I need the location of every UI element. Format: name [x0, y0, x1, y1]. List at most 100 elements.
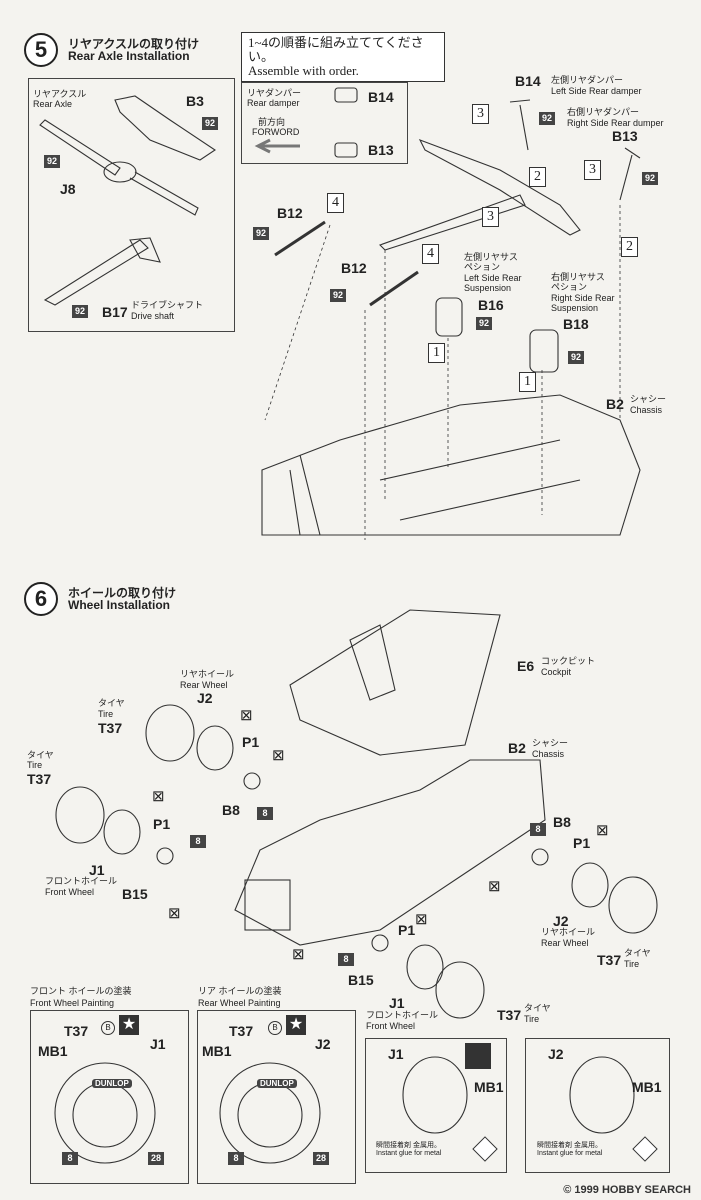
order-mark-3: 3 [482, 207, 499, 227]
part-b13: B13 [368, 142, 394, 158]
part-e6: E6 [517, 658, 535, 674]
b2-jp: シャシー [532, 738, 569, 748]
glue-j1-mb1: MB1 [474, 1079, 504, 1095]
note-line1: 1~4の順番に組み立ててください。 [248, 35, 424, 64]
watermark: © 1999 HOBBY SEARCH [563, 1184, 691, 1196]
part-j1: J1 [89, 862, 105, 878]
no-glue-icon: ⊠ [240, 707, 253, 724]
glue-j2-en: Instant glue for metal [537, 1150, 603, 1157]
b16-en2: Suspension [464, 283, 512, 293]
b18-en1: Right Side Rear [551, 293, 615, 303]
part-b3: B3 [186, 93, 204, 109]
glue-j1-en: Instant glue for metal [376, 1150, 442, 1157]
front-painting-mb1: MB1 [38, 1043, 68, 1059]
b13-jp: 右側リヤダンパー [567, 107, 640, 117]
paint-92-badge: 92 [568, 351, 584, 364]
b16-jp2: ペション [464, 262, 501, 272]
part-b13: B13 [612, 128, 638, 144]
front-painting-box [30, 1010, 189, 1184]
part-b18: B18 [563, 316, 589, 332]
part-b2: B2 [606, 396, 624, 412]
front-painting-28: 28 [148, 1152, 164, 1165]
part-t37: T37 [27, 771, 52, 787]
glue-j1-part: J1 [388, 1046, 404, 1062]
front-painting-8: 8 [62, 1152, 78, 1165]
rear-wheel-en: Rear Wheel [541, 938, 589, 948]
b2-en: Chassis [532, 749, 565, 759]
glue-j2-jp: 瞬間接着剤 金属用。 [537, 1142, 602, 1149]
e6-jp: コックピット [541, 656, 596, 666]
damper-en: Rear damper [247, 98, 300, 108]
no-glue-icon: ⊠ [488, 878, 501, 895]
glue-j2-mb1: MB1 [632, 1079, 662, 1095]
step5-title-en: Rear Axle Installation [68, 49, 190, 63]
order-mark-2: 2 [621, 237, 638, 257]
forward-jp: 前方向 [258, 117, 286, 127]
rear-painting-box [197, 1010, 356, 1184]
paint-92-badge: 92 [642, 172, 658, 185]
paint-8-badge: 8 [257, 807, 273, 820]
part-p1: P1 [398, 922, 416, 938]
rear-painting-j2: J2 [315, 1036, 331, 1052]
order-mark-1: 1 [428, 343, 445, 363]
watermark-mark: © 1999 [563, 1184, 599, 1196]
tire-jp: タイヤ [524, 1003, 551, 1013]
part-t37: T37 [98, 720, 123, 736]
rear-painting-b: B [268, 1021, 282, 1035]
part-t37: T37 [497, 1007, 522, 1023]
star-icon: ★ [119, 1015, 139, 1035]
b13-en: Right Side Rear dumper [567, 118, 664, 128]
assembly-order-note: 1~4の順番に組み立ててください。 Assemble with order. [241, 32, 445, 82]
part-b15: B15 [122, 886, 148, 902]
tire-en: Tire [624, 959, 640, 969]
b16-jp1: 左側リヤサス [464, 252, 518, 262]
tire-en: Tire [98, 709, 114, 719]
front-painting-brand: DUNLOP [92, 1079, 132, 1088]
rear-painting-mb1: MB1 [202, 1043, 232, 1059]
rear-axle-inset [28, 78, 235, 332]
rear-axle-jp: リヤアクスル [33, 89, 87, 99]
part-b17: B17 [102, 304, 128, 320]
part-b12: B12 [277, 205, 303, 221]
e6-en: Cockpit [541, 667, 572, 677]
glue-box-j1 [365, 1038, 507, 1173]
no-glue-icon: ⊠ [415, 911, 428, 928]
front-painting-t37: T37 [64, 1023, 89, 1039]
part-j8: J8 [60, 181, 76, 197]
order-mark-3: 3 [472, 104, 489, 124]
order-mark-2: 2 [529, 167, 546, 187]
forward-en: FORWORD [252, 127, 300, 137]
b18-jp2: ペション [551, 282, 588, 292]
glue-bottle-icon [465, 1043, 491, 1069]
damper-jp: リヤダンパー [247, 88, 302, 98]
rear-painting-t37: T37 [229, 1023, 254, 1039]
rear-painting-brand: DUNLOP [257, 1079, 297, 1088]
front-painting-j1: J1 [150, 1036, 166, 1052]
tire-en: Tire [27, 760, 43, 770]
b2-en: Chassis [630, 405, 663, 415]
tire-en: Tire [524, 1014, 540, 1024]
front-wheel-jp: フロントホイール [366, 1010, 439, 1020]
front-painting-title-en: Front Wheel Painting [30, 998, 115, 1008]
part-b8: B8 [222, 802, 240, 818]
note-line2: Assemble with order. [248, 63, 359, 78]
glue-box-j2 [525, 1038, 670, 1173]
rear-axle-en: Rear Axle [33, 99, 73, 109]
paint-92-badge: 92 [202, 117, 218, 130]
paint-8-badge: 8 [338, 953, 354, 966]
front-wheel-en: Front Wheel [45, 887, 95, 897]
part-b15: B15 [348, 972, 374, 988]
driveshaft-en: Drive shaft [131, 311, 175, 321]
part-t37: T37 [597, 952, 622, 968]
paint-92-badge: 92 [330, 289, 346, 302]
no-glue-icon: ⊠ [152, 788, 165, 805]
rear-painting-8: 8 [228, 1152, 244, 1165]
star-icon: ★ [286, 1015, 306, 1035]
rear-painting-28: 28 [313, 1152, 329, 1165]
b2-jp: シャシー [630, 394, 667, 404]
order-mark-4: 4 [422, 244, 439, 264]
order-mark-1: 1 [519, 372, 536, 392]
part-b8: B8 [553, 814, 571, 830]
step6-title-en: Wheel Installation [68, 598, 171, 612]
b18-jp1: 右側リヤサス [551, 272, 605, 282]
